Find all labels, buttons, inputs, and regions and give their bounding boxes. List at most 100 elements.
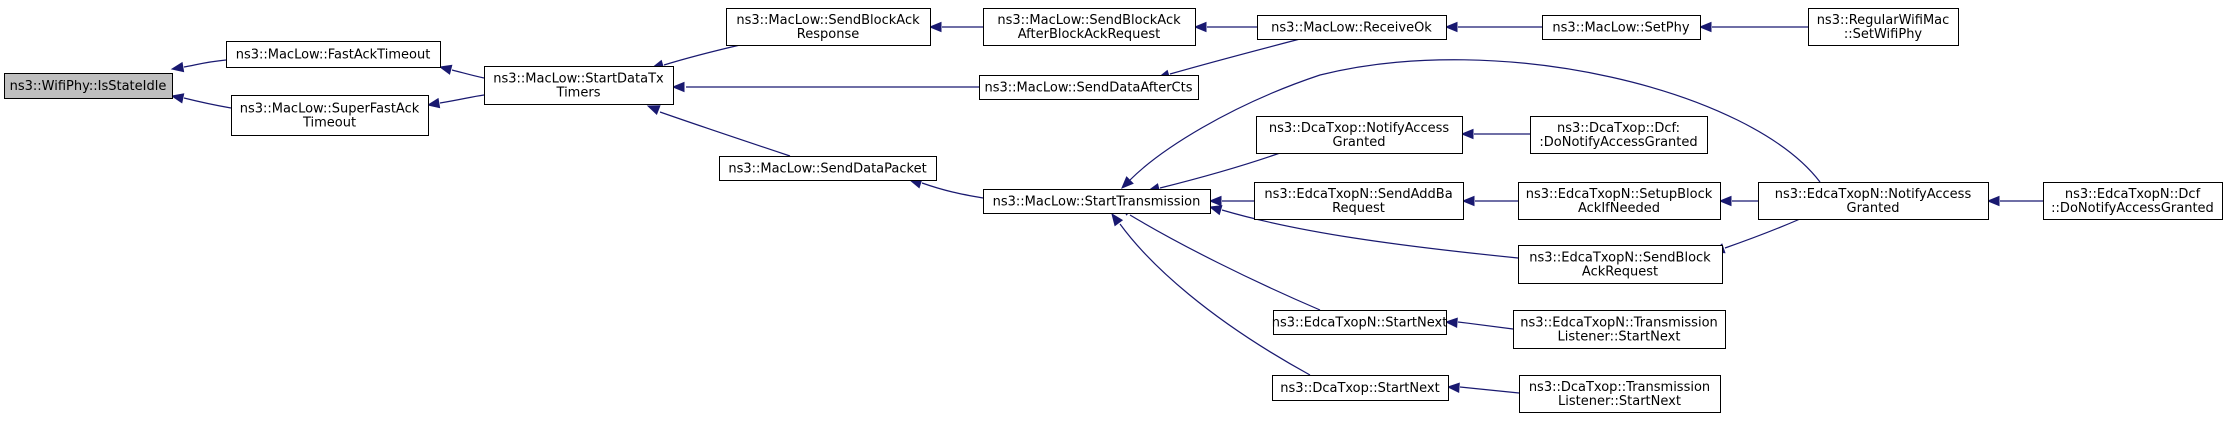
graph-node-n21[interactable]: ns3::EdcaTxopN::NotifyAccessGranted <box>1758 182 1989 220</box>
graph-node-n0[interactable]: ns3::WifiPhy::IsStateIdle <box>4 73 173 99</box>
node-box[interactable] <box>226 41 441 68</box>
graph-node-n7[interactable]: ns3::MacLow::SendDataAfterCts <box>979 75 1199 100</box>
edge-line <box>1159 152 1281 189</box>
node-box[interactable] <box>1518 245 1723 284</box>
graph-node-n12[interactable]: ns3::EdcaTxopN::StartNext <box>1272 310 1448 335</box>
graph-node-n10[interactable]: ns3::DcaTxop::NotifyAccessGranted <box>1256 116 1463 154</box>
arrowhead <box>1208 205 1223 216</box>
node-label: ns3::MacLow::ReceiveOk <box>1271 21 1432 36</box>
node-box[interactable] <box>1518 182 1721 220</box>
node-label: ns3::MacLow::SendDataAfterCts <box>985 81 1193 96</box>
node-label: ns3::MacLow::SendBlockAck <box>736 13 920 28</box>
edge-line <box>659 111 791 157</box>
edge-line <box>439 94 485 104</box>
node-label: Timeout <box>302 116 356 131</box>
edge-n1-to-n0 <box>170 59 227 73</box>
edge-n14-to-n9 <box>1444 21 1542 33</box>
node-box[interactable] <box>1530 116 1708 154</box>
node-box[interactable] <box>1513 310 1726 349</box>
graph-node-n20[interactable]: ns3::RegularWifiMac::SetWifiPhy <box>1808 8 1959 46</box>
graph-node-n5[interactable]: ns3::MacLow::SendDataPacket <box>719 156 937 181</box>
arrowhead <box>1460 128 1474 140</box>
node-box[interactable] <box>1257 15 1447 40</box>
node-label: ns3::DcaTxop::Dcf: <box>1557 121 1680 136</box>
node-box[interactable] <box>983 189 1211 214</box>
graph-node-n22[interactable]: ns3::EdcaTxopN::Dcf::DoNotifyAccessGrant… <box>2043 182 2223 220</box>
node-label: ns3::MacLow::SuperFastAck <box>240 102 420 117</box>
node-box[interactable] <box>719 156 937 181</box>
graph-node-n15[interactable]: ns3::DcaTxop::Dcf::DoNotifyAccessGranted <box>1530 116 1708 154</box>
node-box[interactable] <box>1256 116 1463 154</box>
node-label: ns3::MacLow::StartDataTx <box>493 72 664 87</box>
node-box[interactable] <box>1254 182 1464 220</box>
graph-node-n13[interactable]: ns3::DcaTxop::StartNext <box>1272 375 1449 401</box>
edge-n16-to-n11 <box>1461 195 1518 207</box>
node-label: Granted <box>1333 135 1386 150</box>
node-label: ns3::EdcaTxopN::Dcf <box>2065 187 2201 202</box>
node-label: Response <box>797 27 859 42</box>
node-label: ns3::WifiPhy::IsStateIdle <box>10 79 167 94</box>
edge-n3-to-n1 <box>438 64 485 79</box>
node-label: ns3::EdcaTxopN::NotifyAccess <box>1775 187 1972 202</box>
arrowhead <box>646 105 661 116</box>
graph-node-n14[interactable]: ns3::MacLow::SetPhy <box>1542 15 1701 40</box>
node-label: AckIfNeeded <box>1578 201 1660 216</box>
node-box[interactable] <box>983 8 1196 46</box>
graph-node-n19[interactable]: ns3::DcaTxop::TransmissionListener::Star… <box>1519 375 1721 413</box>
arrowhead <box>671 81 685 93</box>
node-label: ns3::MacLow::FastAckTimeout <box>236 48 431 63</box>
edge-n21-to-n17 <box>1711 218 1801 254</box>
node-box[interactable] <box>979 75 1199 100</box>
node-label: ns3::MacLow::SendBlockAck <box>997 13 1181 28</box>
arrowhead <box>426 97 441 109</box>
edge-line <box>1724 218 1801 249</box>
node-box[interactable] <box>726 8 931 46</box>
edge-n18-to-n12 <box>1444 317 1514 330</box>
edge-line <box>451 69 485 79</box>
node-box[interactable] <box>1542 15 1701 40</box>
graph-node-n18[interactable]: ns3::EdcaTxopN::TransmissionListener::St… <box>1513 310 1726 349</box>
node-box[interactable] <box>1519 375 1721 413</box>
arrowhead <box>170 93 185 104</box>
arrowhead <box>1444 21 1458 33</box>
graph-node-n6[interactable]: ns3::MacLow::SendBlockAckAfterBlockAckRe… <box>983 8 1196 46</box>
node-box[interactable] <box>484 66 674 105</box>
arrowhead <box>1446 382 1460 393</box>
arrowhead <box>1121 176 1134 189</box>
edge-n8-to-n5 <box>908 178 984 199</box>
edge-line <box>921 182 984 199</box>
node-label: ns3::EdcaTxopN::StartNext <box>1272 316 1448 331</box>
node-label: ns3::EdcaTxopN::SendBlock <box>1529 251 1711 266</box>
node-label: AfterBlockAckRequest <box>1018 27 1161 42</box>
node-label: ns3::MacLow::SendDataPacket <box>728 162 926 177</box>
node-box[interactable] <box>1758 182 1989 220</box>
node-label: ns3::EdcaTxopN::SetupBlock <box>1526 187 1713 202</box>
node-box[interactable] <box>1273 310 1447 335</box>
edge-n7-to-n3 <box>671 81 979 93</box>
arrowhead <box>1444 317 1458 329</box>
edge-n21-to-n16 <box>1718 195 1758 207</box>
node-label: ns3::EdcaTxopN::SendAddBa <box>1264 187 1452 202</box>
arrowhead <box>1111 212 1124 227</box>
graph-node-n1[interactable]: ns3::MacLow::FastAckTimeout <box>226 41 441 68</box>
edge-n13-to-n8 <box>1111 212 1311 376</box>
node-label: Listener::StartNext <box>1558 394 1681 409</box>
edge-n21-to-n8 <box>1121 59 1821 189</box>
node-box[interactable] <box>1272 375 1449 401</box>
node-box[interactable] <box>2043 182 2223 220</box>
node-label: Listener::StartNext <box>1558 330 1681 345</box>
edges-layer <box>170 21 2043 394</box>
root-node-box[interactable] <box>4 73 173 99</box>
node-box[interactable] <box>231 95 429 136</box>
node-label: ::SetWifiPhy <box>1844 27 1923 42</box>
edge-line <box>183 59 227 68</box>
graph-node-n9[interactable]: ns3::MacLow::ReceiveOk <box>1257 15 1447 40</box>
graph-node-n8[interactable]: ns3::MacLow::StartTransmission <box>983 189 1211 214</box>
node-box[interactable] <box>1808 8 1959 46</box>
